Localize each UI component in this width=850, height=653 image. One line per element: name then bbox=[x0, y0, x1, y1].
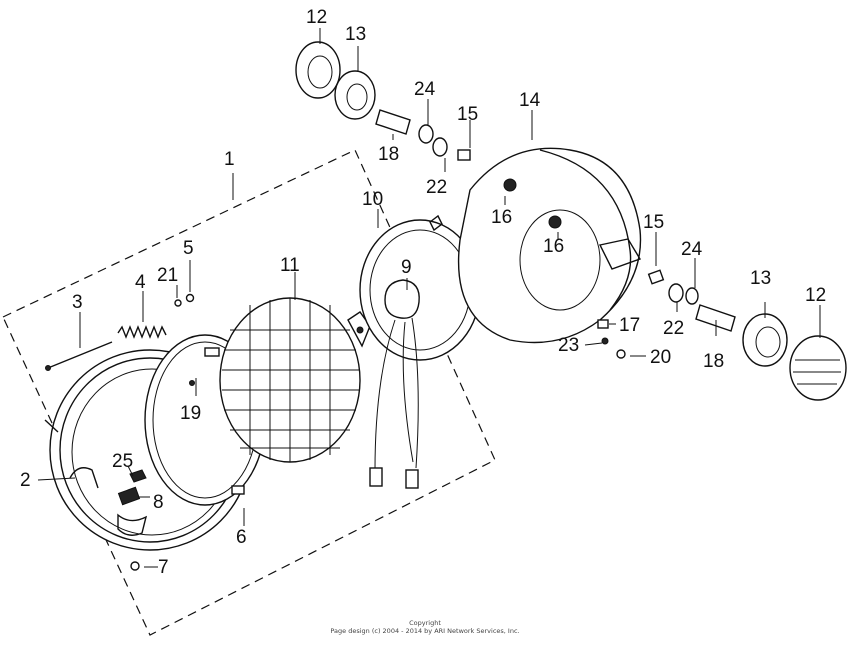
callout-10: 10 bbox=[362, 189, 383, 210]
collar-15-top bbox=[457, 149, 471, 161]
cap-13-top bbox=[334, 70, 376, 120]
bolt-18-top bbox=[375, 109, 411, 135]
callout-16-a: 16 bbox=[491, 207, 512, 228]
callout-11: 11 bbox=[280, 255, 300, 276]
cap-13-right bbox=[742, 313, 788, 367]
callout-16-b: 16 bbox=[543, 236, 564, 257]
headlight-case bbox=[457, 147, 642, 344]
callout-18-right: 18 bbox=[703, 351, 724, 372]
leader-lines bbox=[37, 28, 821, 568]
screw-19 bbox=[189, 380, 195, 386]
copyright-line-2: Page design (c) 2004 - 2014 by ARI Netwo… bbox=[330, 627, 519, 635]
reflector-12-top bbox=[295, 41, 341, 99]
collar-15-right bbox=[647, 269, 665, 285]
callout-18-top: 18 bbox=[378, 144, 399, 165]
callout-25: 25 bbox=[112, 451, 133, 472]
washer-24-right bbox=[685, 287, 699, 305]
bolt-18-right bbox=[695, 304, 736, 332]
callout-22-right: 22 bbox=[663, 318, 684, 339]
grommet-17 bbox=[597, 319, 609, 329]
adjusting-screw bbox=[45, 341, 113, 371]
nut-5 bbox=[185, 293, 195, 303]
callout-13-right: 13 bbox=[750, 268, 771, 289]
callout-15-right: 15 bbox=[643, 212, 664, 233]
callout-6: 6 bbox=[236, 527, 247, 548]
callout-labels: 1 2 3 4 5 6 7 8 9 10 11 12 12 13 13 14 1… bbox=[20, 7, 826, 578]
screw-7 bbox=[130, 561, 140, 571]
reflector-12-right bbox=[789, 335, 847, 401]
callout-2: 2 bbox=[20, 470, 31, 491]
callout-20: 20 bbox=[650, 347, 671, 368]
nut-23 bbox=[601, 337, 609, 345]
callout-22-top: 22 bbox=[426, 177, 447, 198]
callout-1: 1 bbox=[224, 149, 235, 170]
callout-24-top: 24 bbox=[414, 79, 436, 100]
callout-24-right: 24 bbox=[681, 239, 703, 260]
copyright-line-1: Copyright bbox=[409, 619, 441, 627]
bulb-socket-wires bbox=[369, 279, 420, 489]
callout-3: 3 bbox=[72, 292, 83, 313]
callout-17: 17 bbox=[619, 315, 640, 336]
washer-22-right bbox=[668, 283, 684, 303]
callout-12-top: 12 bbox=[306, 7, 327, 28]
clip-25 bbox=[129, 469, 147, 483]
callout-9: 9 bbox=[401, 257, 412, 278]
callout-14: 14 bbox=[519, 90, 541, 111]
socket-ring bbox=[359, 214, 481, 361]
washer-21 bbox=[174, 299, 182, 307]
callout-21: 21 bbox=[157, 265, 178, 286]
sealed-beam-lens bbox=[219, 297, 371, 463]
callout-5: 5 bbox=[183, 238, 194, 259]
callout-23: 23 bbox=[558, 335, 579, 356]
callout-13-top: 13 bbox=[345, 24, 366, 45]
bolt-20 bbox=[616, 349, 626, 359]
washer-22-top bbox=[432, 137, 448, 157]
callout-7: 7 bbox=[158, 557, 169, 578]
callout-15-top: 15 bbox=[457, 104, 478, 125]
adjusting-spring bbox=[117, 325, 167, 339]
callout-19: 19 bbox=[180, 403, 201, 424]
callout-4: 4 bbox=[135, 272, 146, 293]
callout-8: 8 bbox=[153, 492, 164, 513]
callout-12-right: 12 bbox=[805, 285, 826, 306]
washer-24-top bbox=[418, 124, 434, 144]
